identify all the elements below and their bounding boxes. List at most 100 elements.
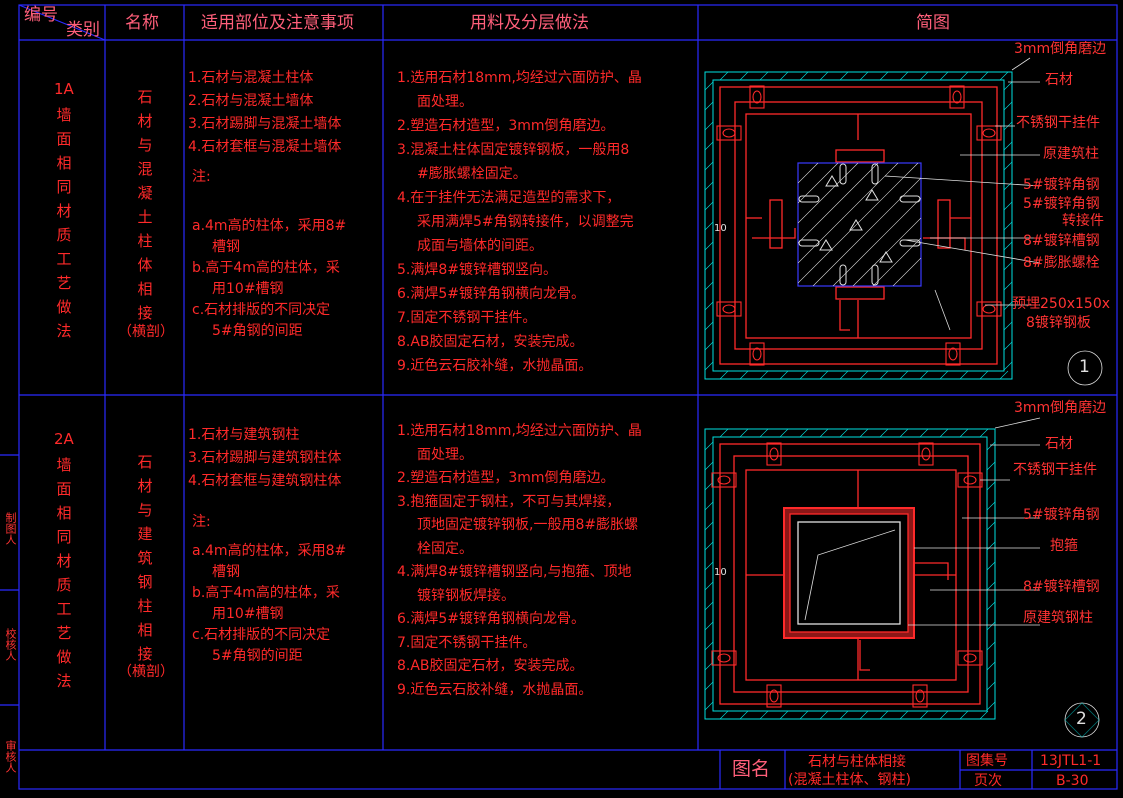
note-line: 5#角钢的间距: [212, 648, 303, 664]
category-char: 墙: [56, 456, 72, 474]
scope-item: 2.石材与混凝土墙体: [188, 93, 314, 109]
row1-code: 1A: [54, 80, 74, 98]
d2-label-channel: 8#镀锌槽钢: [1023, 579, 1100, 595]
category-char: 面: [56, 130, 72, 148]
page-label: 页次: [974, 773, 1002, 789]
note-line: c.石材排版的不同决定: [192, 627, 331, 643]
header-name: 名称: [125, 13, 159, 33]
scope-item: 1.石材与混凝土柱体: [188, 70, 314, 86]
atlas-value: 13JTL1-1: [1040, 753, 1102, 769]
name-char: 相: [137, 621, 153, 639]
category-char: 质: [56, 576, 72, 594]
category-char: 面: [56, 480, 72, 498]
d1-number: 1: [1079, 357, 1090, 377]
step-line: 3.抱箍固定于钢柱，不可与其焊接，: [397, 493, 621, 510]
row2-name: 石材与建筑钢柱相接: [135, 450, 155, 666]
note-line: c.石材排版的不同决定: [192, 302, 331, 318]
d1-label-channel: 8#镀锌槽钢: [1023, 233, 1100, 249]
d1-label-adapter: 转接件: [1062, 213, 1104, 229]
name-char: 土: [137, 208, 153, 226]
category-char: 墙: [56, 106, 72, 124]
step-line: 7.固定不锈钢干挂件。: [397, 310, 537, 326]
scope-item: 4.石材套框与混凝土墙体: [188, 139, 342, 155]
note-line: 槽钢: [212, 239, 240, 255]
name-char: 柱: [137, 597, 153, 615]
step-line: 3.混凝土柱体固定镀锌钢板，一般用8: [397, 142, 630, 158]
d1-label-column: 原建筑柱: [1043, 146, 1099, 162]
category-char: 工: [56, 600, 72, 618]
step-line: 2.塑造石材造型，3mm倒角磨边。: [397, 470, 615, 486]
category-char: 同: [56, 528, 72, 546]
title-block-subtitle: (混凝土柱体、钢柱): [788, 772, 911, 788]
header-method: 用料及分层做法: [470, 13, 589, 33]
d2-dimension: 10: [714, 567, 727, 578]
name-char: 筑: [137, 549, 153, 567]
name-char: 相: [137, 280, 153, 298]
d2-label-chamfer: 3mm倒角磨边: [1014, 400, 1107, 416]
name-char: 体: [137, 256, 153, 274]
note-line: a.4m高的柱体，采用8#: [192, 218, 347, 234]
header-sketch: 简图: [916, 13, 950, 33]
d2-number: 2: [1076, 709, 1087, 729]
step-line: #膨胀螺栓固定。: [417, 166, 527, 182]
note-line: b.高于4m高的柱体，采: [192, 585, 340, 601]
d1-label-angle: 5#镀锌角钢: [1023, 177, 1100, 193]
category-char: 相: [56, 504, 72, 522]
step-line: 栓固定。: [417, 540, 473, 557]
d2-label-stone: 石材: [1045, 436, 1073, 452]
name-char: 与: [137, 136, 153, 154]
d1-label-chamfer: 3mm倒角磨边: [1014, 41, 1107, 57]
header-category: 类别: [66, 20, 100, 40]
scope-item: 3.石材踢脚与建筑钢柱体: [188, 450, 342, 466]
scope-item: 4.石材套框与建筑钢柱体: [188, 473, 342, 489]
title-block-label: 图名: [732, 758, 771, 780]
category-char: 法: [56, 322, 72, 340]
note-line: a.4m高的柱体，采用8#: [192, 543, 347, 559]
d2-label-steel-column: 原建筑钢柱: [1023, 610, 1093, 626]
step-line: 8.AB胶固定石材，安装完成。: [397, 334, 584, 350]
row2-category: 墙面相同材质工艺做法: [54, 453, 74, 693]
step-line: 顶地固定镀锌钢板,一般用8#膨胀螺: [417, 517, 639, 533]
step-line: 面处理。: [417, 446, 473, 463]
step-line: 7.固定不锈钢干挂件。: [397, 634, 537, 651]
category-char: 相: [56, 154, 72, 172]
category-char: 艺: [56, 624, 72, 642]
note-line: 槽钢: [212, 564, 240, 580]
category-char: 艺: [56, 274, 72, 292]
scope-item: 1.石材与建筑钢柱: [188, 427, 300, 443]
name-char: 石: [137, 88, 153, 106]
row1-note-label: 注:: [192, 169, 211, 185]
step-line: 8.AB胶固定石材，安装完成。: [397, 658, 584, 674]
d2-label-angle: 5#镀锌角钢: [1023, 507, 1100, 523]
step-line: 面处理。: [417, 94, 473, 110]
name-char: 接: [137, 645, 153, 663]
row1-steps: 1.选用石材18mm,均经过六面防护、晶面处理。2.塑造石材造型，3mm倒角磨边…: [397, 66, 642, 378]
step-line: 1.选用石材18mm,均经过六面防护、晶: [397, 70, 642, 86]
title-block-title: 石材与柱体相接: [808, 754, 906, 770]
category-char: 工: [56, 250, 72, 268]
detail-2-drawing: [704, 417, 1100, 738]
row2-code: 2A: [54, 430, 74, 448]
d1-dimension: 10: [714, 223, 727, 234]
category-char: 做: [56, 298, 72, 316]
category-char: 质: [56, 226, 72, 244]
header-code: 编号: [24, 5, 58, 25]
note-line: 5#角钢的间距: [212, 323, 303, 339]
name-char: 凝: [137, 184, 153, 202]
d1-label-plate: 预埋250x150x: [1012, 296, 1111, 312]
category-char: 做: [56, 648, 72, 666]
category-char: 法: [56, 672, 72, 690]
note-line: b.高于4m高的柱体，采: [192, 260, 340, 276]
row1-name: 石材与混凝土柱体相接: [135, 85, 155, 325]
d1-label-angle-2: 5#镀锌角钢: [1023, 196, 1100, 212]
row2-steps: 1.选用石材18mm,均经过六面防护、晶面处理。2.塑造石材造型，3mm倒角磨边…: [397, 420, 642, 702]
table-grid: [0, 4, 1118, 790]
d1-label-stone: 石材: [1045, 72, 1073, 88]
category-char: 材: [56, 552, 72, 570]
row2-scope-list: 1.石材与建筑钢柱 3.石材踢脚与建筑钢柱体 4.石材套框与建筑钢柱体: [188, 424, 341, 493]
step-line: 4.在于挂件无法满足造型的需求下，: [397, 190, 621, 206]
